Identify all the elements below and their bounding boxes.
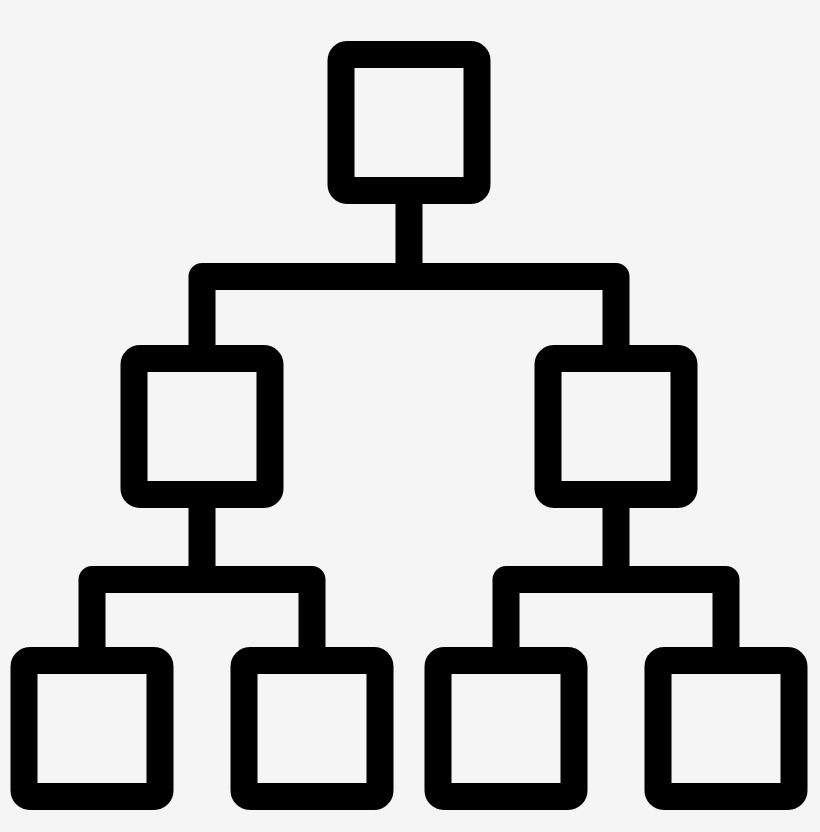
node-box-left (120, 345, 284, 508)
node-box-left-left (10, 647, 174, 810)
node-box-right-left (424, 647, 588, 810)
connector-bar-left (78, 566, 326, 647)
node-box-right-right (644, 647, 808, 810)
connector-bar-right (492, 566, 740, 647)
node-box-root (327, 41, 491, 204)
node-box-right (534, 345, 698, 508)
node-box-left-right (230, 647, 394, 810)
connector-bar-root (188, 263, 630, 345)
